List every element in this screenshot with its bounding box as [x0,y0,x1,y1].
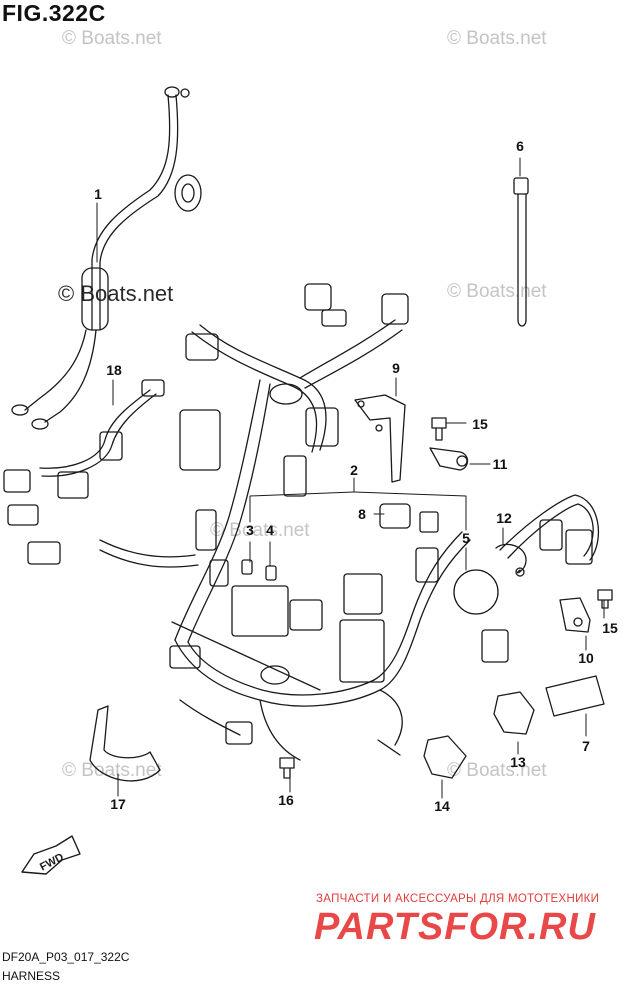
bolt-16 [279,757,295,779]
callout-6: 6 [516,138,524,154]
connectors [7,283,593,756]
callout-8: 8 [358,506,366,522]
watermark: © Boats.net [58,281,174,306]
leader-lines [96,157,605,799]
watermark: © Boats.net [62,28,162,49]
callout-3: 3 [246,522,254,538]
callout-13: 13 [510,754,526,770]
watermark: © Boats.net [447,760,547,781]
figure-name: HARNESS [2,969,61,983]
callout-4: 4 [266,522,274,538]
callout-2: 2 [350,462,358,478]
grommet [379,503,411,529]
watermark: © Boats.net [447,28,547,49]
sub-harness [3,379,165,493]
watermark: © Boats.net [447,281,547,302]
callout-10: 10 [578,650,594,666]
cable-tie [513,177,529,327]
figure-title: FIG.322C [2,0,106,26]
callout-18: 18 [106,362,122,378]
shop-logo: PARTSFOR.RU [314,906,596,948]
callout-12: 12 [496,510,512,526]
battery-cable [11,86,202,430]
clamp-13 [493,691,535,735]
figure-code: DF20A_P03_017_322C [2,950,130,964]
callout-11: 11 [492,456,508,472]
fwd-label: FWD [38,851,66,873]
sheet [545,675,605,717]
fwd-arrow: FWD [21,835,81,875]
callout-16: 16 [278,792,294,808]
main-harness [99,319,600,761]
callout-1: 1 [94,186,102,202]
clip-bracket [559,597,591,633]
callout-9: 9 [392,360,400,376]
shop-tagline: ЗАПЧАСТИ И АКСЕССУАРЫ ДЛЯ МОТОТЕХНИКИ [316,893,600,905]
callout-5: 5 [462,530,470,546]
callout-7: 7 [582,738,590,754]
callout-14: 14 [434,798,450,814]
callout-15: 15 [472,416,488,432]
bracket-group [354,394,469,483]
callout-15: 15 [602,620,618,636]
ring-clip [495,543,527,574]
callout-17: 17 [110,796,126,812]
bracket-17 [89,705,161,782]
watermark: © Boats.net [62,760,162,781]
clamp-14 [423,735,467,779]
relay [419,511,439,533]
